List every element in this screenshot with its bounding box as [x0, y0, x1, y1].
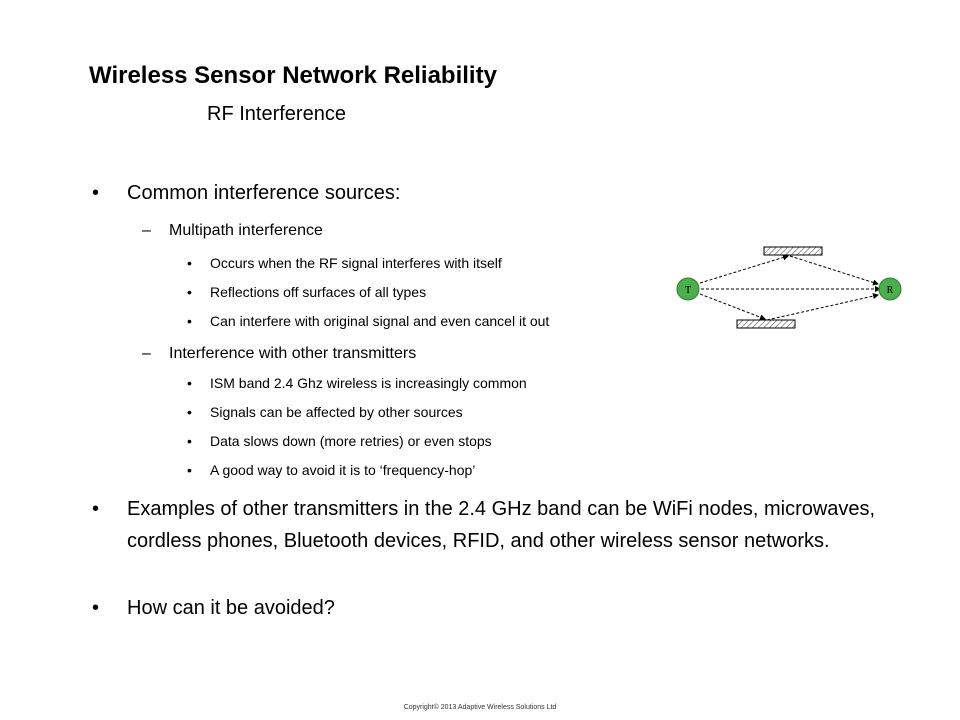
- point-text: Data slows down (more retries) or even s…: [210, 433, 492, 449]
- bullet-text: Common interference sources:: [127, 182, 401, 204]
- bullet-marker: •: [187, 433, 192, 449]
- bullet-marker: •: [187, 404, 192, 420]
- sub-item-text: Multipath interference: [169, 222, 323, 239]
- bullet-marker: •: [187, 284, 192, 300]
- bullet-marker: •: [187, 462, 192, 478]
- point-text: Occurs when the RF signal interferes wit…: [210, 255, 502, 271]
- point-text: ISM band 2.4 Ghz wireless is increasingl…: [210, 375, 527, 391]
- bullet-marker: •: [187, 375, 192, 391]
- reflected-path-up: [699, 254, 789, 284]
- dash-marker: –: [142, 222, 151, 239]
- dash-marker: –: [142, 345, 151, 362]
- point-text: Signals can be affected by other sources: [210, 404, 463, 420]
- bullet-marker: •: [92, 182, 100, 204]
- transmitter-node: [676, 277, 700, 301]
- bullet-item-examples: Examples of other transmitters in the 2.…: [127, 498, 876, 552]
- point-text: A good way to avoid it is to ‘frequency-…: [210, 462, 476, 478]
- receiver-node: [878, 277, 902, 301]
- bullet-marker: •: [187, 255, 192, 271]
- slide-title: Wireless Sensor Network Reliability: [89, 62, 497, 89]
- slide-subtitle: RF Interference: [207, 103, 346, 125]
- sub-item-text: Interference with other transmitters: [169, 345, 417, 362]
- multipath-diagram: T R: [676, 246, 902, 329]
- copyright-footer: Copyright© 2013 Adaptive Wireless Soluti…: [403, 704, 557, 711]
- reflector-bottom: [736, 319, 796, 329]
- reflector-top: [763, 246, 823, 256]
- bullet-marker: •: [187, 313, 192, 329]
- receiver-label: R: [887, 285, 894, 296]
- bullet-text: How can it be avoided?: [127, 597, 335, 619]
- transmitter-label: T: [685, 285, 691, 296]
- point-text: Can interfere with original signal and e…: [210, 313, 550, 329]
- bullet-marker: •: [92, 498, 100, 520]
- point-text: Reflections off surfaces of all types: [210, 284, 427, 300]
- reflected-path-down: [789, 255, 879, 286]
- reflected-path-return: [766, 293, 879, 321]
- bullet-marker: •: [92, 597, 100, 619]
- reflected-path-low: [699, 293, 766, 321]
